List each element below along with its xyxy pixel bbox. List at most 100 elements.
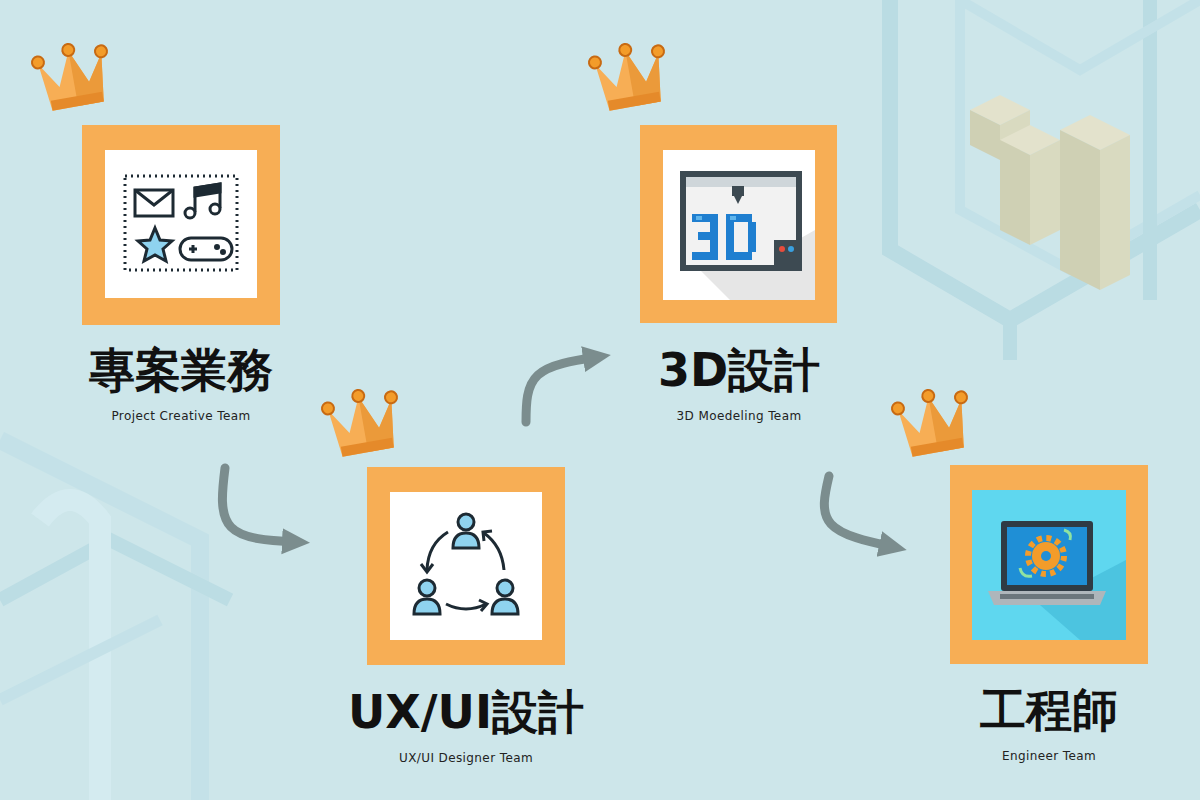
- background-3d-blocks: [1030, 140, 1060, 245]
- 3d-printer-icon: [683, 174, 815, 300]
- orange-frame: [82, 125, 1148, 665]
- 3d-printer-icon: [698, 232, 718, 240]
- laptop-icon: [1020, 568, 1032, 576]
- team-title: UX/UI設計: [336, 687, 596, 737]
- 3d-printer-icon: [779, 246, 785, 252]
- 3d-printer-icon: [726, 252, 752, 260]
- 3d-printer-icon: [686, 177, 796, 187]
- background-wireframe: [1003, 320, 1017, 360]
- creative-icon: [195, 184, 220, 196]
- team-cycle-icon: [414, 599, 440, 614]
- laptop-icon: [1000, 594, 1094, 599]
- orange-frame: [640, 125, 837, 323]
- team-box: 工程師 Engineer Team: [919, 465, 1179, 764]
- crown: [890, 383, 976, 458]
- frame-area: [609, 125, 869, 325]
- orange-frame: [950, 465, 1148, 664]
- team-subtitle: 3D Moedeling Team: [609, 409, 869, 424]
- team-cycle-icon: [446, 604, 486, 609]
- creative-icon: [135, 190, 173, 216]
- creative-icon: [138, 228, 172, 261]
- laptop-icon: [1028, 538, 1064, 574]
- crown: [30, 37, 116, 112]
- team-cycle-icon: [414, 514, 518, 614]
- 3d-printer-icon: [732, 186, 744, 196]
- flow-arrow: [222, 468, 296, 542]
- background-3d-blocks: [1000, 140, 1030, 245]
- team-cycle-icon: [484, 533, 504, 570]
- background-3d-blocks: [1060, 130, 1100, 290]
- creative-icon: [125, 176, 237, 270]
- team-subtitle: UX/UI Designer Team: [336, 751, 596, 766]
- 3d-printer-icon: [700, 270, 815, 300]
- crown: [320, 383, 406, 458]
- team-title: 3D設計: [609, 345, 869, 395]
- frame-area: [51, 125, 311, 325]
- team-title: 專案業務: [51, 345, 311, 395]
- 3d-printer-icon: [748, 222, 756, 252]
- background-3d-blocks: [1100, 135, 1130, 290]
- laptop-icon: [1032, 542, 1060, 570]
- background-3d-blocks: [970, 110, 1000, 160]
- 3d-printer-icon: [730, 216, 736, 220]
- 3d-printer-icon: [696, 216, 702, 220]
- background-wireframe: [890, 0, 1200, 360]
- crown: [587, 37, 673, 112]
- creative-icon: [222, 251, 225, 254]
- 3d-printer-icon: [710, 222, 718, 232]
- orange-frame: [367, 467, 565, 665]
- frame-area: [919, 465, 1179, 665]
- team-subtitle: Engineer Team: [919, 749, 1179, 764]
- creative-icon: [180, 238, 232, 260]
- creative-icon: [189, 245, 197, 253]
- flow-arrow: [824, 476, 893, 547]
- 3d-printer-icon: [692, 214, 718, 222]
- background-pipes: [0, 440, 200, 800]
- background-wireframe: [960, 0, 1200, 70]
- creative-icon: [216, 246, 219, 249]
- laptop-icon: [988, 521, 1126, 640]
- 3d-printer-icon: [692, 252, 718, 260]
- flow-arrow: [526, 357, 597, 422]
- 3d-printer-icon: [692, 214, 756, 260]
- background-wireframe: [890, 0, 1200, 320]
- 3d-printer-icon: [696, 216, 736, 220]
- 3d-printer-icon: [726, 214, 752, 222]
- team-cycle-icon: [419, 580, 435, 596]
- background-wireframe: [1143, 0, 1157, 300]
- team-box: UX/UI設計 UX/UI Designer Team: [336, 467, 596, 766]
- laptop-icon: [988, 591, 1106, 605]
- team-box: 專案業務 Project Creative Team: [51, 125, 311, 424]
- team-cycle-icon: [479, 600, 487, 611]
- team-subtitle: Project Creative Team: [51, 409, 311, 424]
- creative-icon: [210, 204, 220, 214]
- background-pipes: [0, 620, 160, 700]
- creative-icon: [125, 176, 237, 270]
- 3d-printer-icon: [734, 196, 742, 204]
- laptop-icon: [1001, 521, 1093, 591]
- 3d-printer-icon: [683, 174, 799, 268]
- laptop-icon: [1064, 530, 1070, 540]
- team-cycle-icon: [492, 599, 518, 614]
- team-cycle-icon: [421, 564, 433, 572]
- team-cycle-icon: [483, 531, 492, 541]
- background-pipes: [0, 440, 230, 800]
- team-cycle-icon: [497, 580, 513, 596]
- background-3d-blocks: [970, 95, 1130, 290]
- laptop-icon: [1041, 551, 1051, 561]
- orange-frame: [663, 150, 815, 300]
- orange-frame: [972, 490, 1126, 640]
- creative-icon: [185, 208, 195, 218]
- team-cycle-icon: [453, 533, 479, 548]
- 3d-printer-icon: [726, 222, 734, 252]
- orange-frame: [390, 492, 542, 640]
- orange-frame: [82, 125, 280, 325]
- frame-area: [336, 467, 596, 667]
- background-pipes: [0, 540, 230, 600]
- team-title: 工程師: [919, 685, 1179, 735]
- 3d-printer-icon: [788, 246, 794, 252]
